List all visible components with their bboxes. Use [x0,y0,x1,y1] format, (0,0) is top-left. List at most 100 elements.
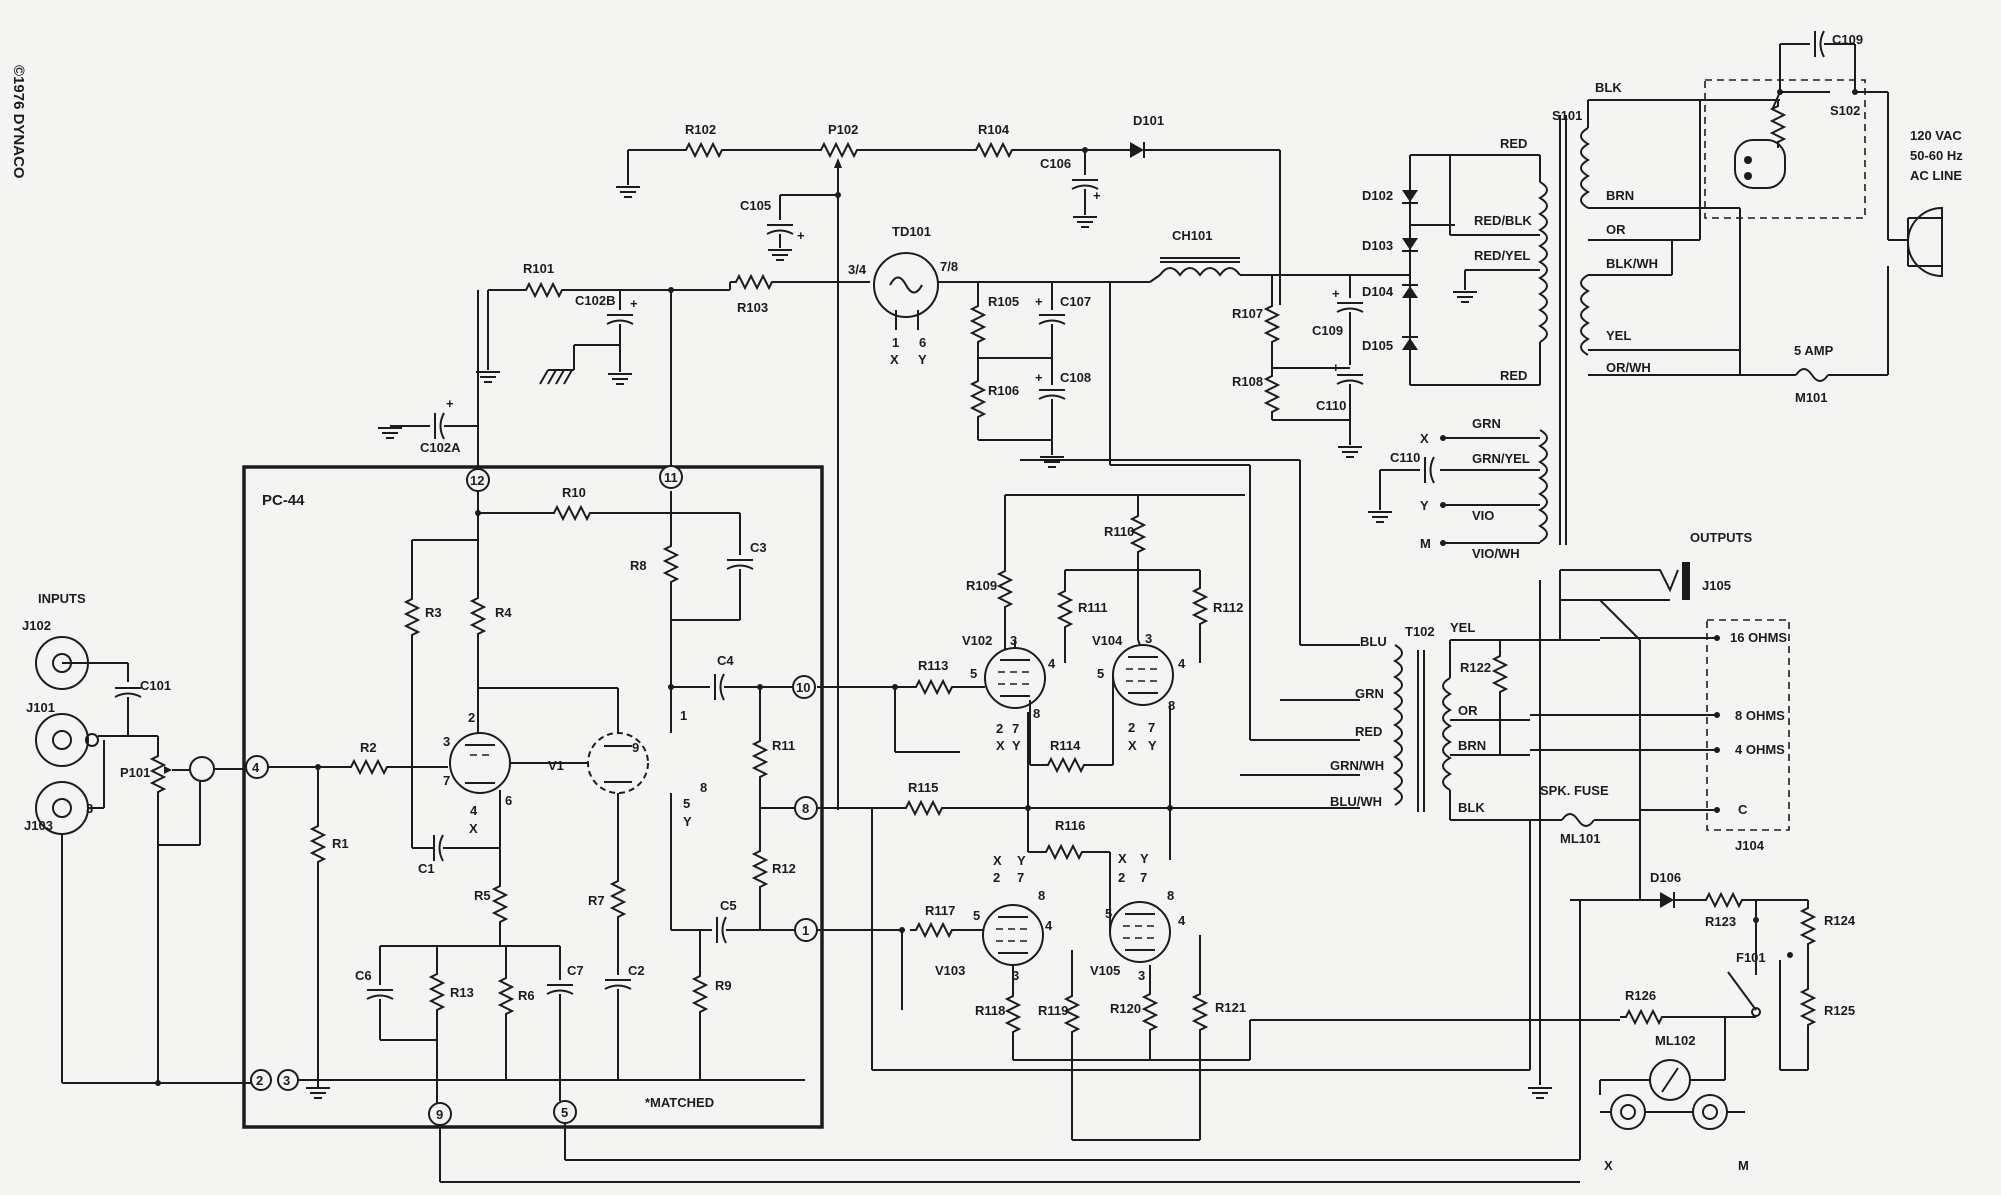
v1b-pin5: 5 [683,796,690,811]
r105-label: R105 [988,294,1019,309]
t102-blk: BLK [1458,800,1485,815]
r121-label: R121 [1215,1000,1246,1015]
c108-label: C110 [1316,398,1346,413]
v105-p7: 7 [1140,870,1147,885]
matched-note: *MATCHED [645,1095,714,1110]
x-mark: X [1420,431,1429,446]
t101-redyel: RED/YEL [1474,248,1530,263]
r109-label: R109 [966,578,997,593]
v1b-y: Y [683,814,692,829]
v105-label: V105 [1090,963,1120,978]
r126-label: R126 [1625,988,1656,1003]
r9-label: R9 [715,978,732,993]
pin-10: 10 [796,680,810,695]
c107-label: C109 [1312,323,1343,338]
r7-label: R7 [588,893,605,908]
r13-label: R13 [450,985,474,1000]
c102b-label: C102B [575,293,615,308]
c103-label: C105 [740,198,771,213]
td101-pin1: 1 [892,335,899,350]
copyright-text: ©1976 DYNACO [10,65,27,179]
v105-p3: 3 [1138,968,1145,983]
t101-red2: RED [1500,368,1527,383]
c4-label: C4 [717,653,734,668]
r116-label: R116 [1055,818,1085,833]
r119-label: R119 [1038,1003,1068,1018]
board-name: PC-44 [262,492,305,509]
p101-label: P101 [120,765,150,780]
v105-p2: 2 [1118,870,1125,885]
r120-label: R120 [1110,1001,1141,1016]
svg-text:+: + [1332,286,1340,301]
t101-yel: YEL [1606,328,1631,343]
d104-label: D104 [1362,284,1394,299]
v103-label: V103 [935,963,965,978]
t101-blk: BLK [1595,80,1622,95]
d102-label: D102 [1362,188,1393,203]
power-supply: R102 P102 R104 C106 + D101 C105 + [377,30,1963,810]
c101-label: C101 [140,678,171,693]
output-stage: R110 R109 R111 R112 V102 3 5 4 8 2 7 X Y… [439,459,1856,1183]
input-section: INPUTS J102 J101 J103 3 C101 P101 [22,591,251,1086]
ac-line-3: AC LINE [1910,168,1962,183]
td101-y: Y [918,352,927,367]
c110-label: C110 [1390,450,1420,465]
svg-text:+: + [1332,360,1340,375]
svg-text:+: + [630,296,638,311]
c106-label: C108 [1060,370,1091,385]
v105-x: X [1118,851,1127,866]
v1-pin3: 3 [443,734,450,749]
t102-grnwh: GRN/WH [1330,758,1384,773]
v104-p7: 7 [1148,720,1155,735]
r111-label: R111 [1078,600,1108,615]
r10-label: R10 [562,485,586,500]
f101-label: M101 [1795,390,1828,405]
s102-label: F101 [1736,950,1766,965]
v105-y: Y [1140,851,1149,866]
c105-label: C107 [1060,294,1091,309]
c7-label: C7 [567,963,584,978]
v102-label: V102 [962,633,992,648]
pin-9: 9 [436,1107,443,1122]
t101-viowh: VIO/WH [1472,546,1520,561]
t102-bluwh: BLU/WH [1330,794,1382,809]
m101-label: ML102 [1655,1033,1695,1048]
y-mark: Y [1420,498,1429,513]
r103-label: R103 [737,300,768,315]
s101-label: S102 [1830,103,1860,118]
v104-x: X [1128,738,1137,753]
ml-x: X [1604,1158,1613,1173]
j102-label: J102 [22,618,51,633]
r124-label: R124 [1824,913,1856,928]
pin-4: 4 [252,760,260,775]
r3-label: R3 [425,605,442,620]
c1-label: C1 [418,861,435,876]
j101-label: J101 [26,700,55,715]
v104-p5: 5 [1097,666,1104,681]
t101-blkwh: BLK/WH [1606,256,1658,271]
v103-p8: 8 [1038,888,1045,903]
svg-text:+: + [1093,188,1101,203]
pin-3: 3 [283,1073,290,1088]
r5-label: R5 [474,888,491,903]
r125-label: R125 [1824,1003,1855,1018]
pin-2: 2 [256,1073,263,1088]
r4-label: R4 [495,605,512,620]
r107-label: R107 [1232,306,1263,321]
pin-5: 5 [561,1105,568,1120]
t101-redblk: RED/BLK [1474,213,1532,228]
v1-x: X [469,821,478,836]
r102-label: R102 [685,122,716,137]
spk-fuse: SPK. FUSE [1540,783,1609,798]
v102-p5: 5 [970,666,977,681]
p102-label: P102 [828,122,858,137]
t101-orwh: OR/WH [1606,360,1651,375]
v103-p3: 3 [1012,968,1019,983]
t101-grnyel: GRN/YEL [1472,451,1530,466]
d105-label: D105 [1362,338,1393,353]
r122-label: R122 [1460,660,1491,675]
v102-p4: 4 [1048,656,1056,671]
c104-label: C106 [1040,156,1071,171]
v105-p5: 5 [1105,906,1112,921]
ac-line-2: 50-60 Hz [1910,148,1963,163]
